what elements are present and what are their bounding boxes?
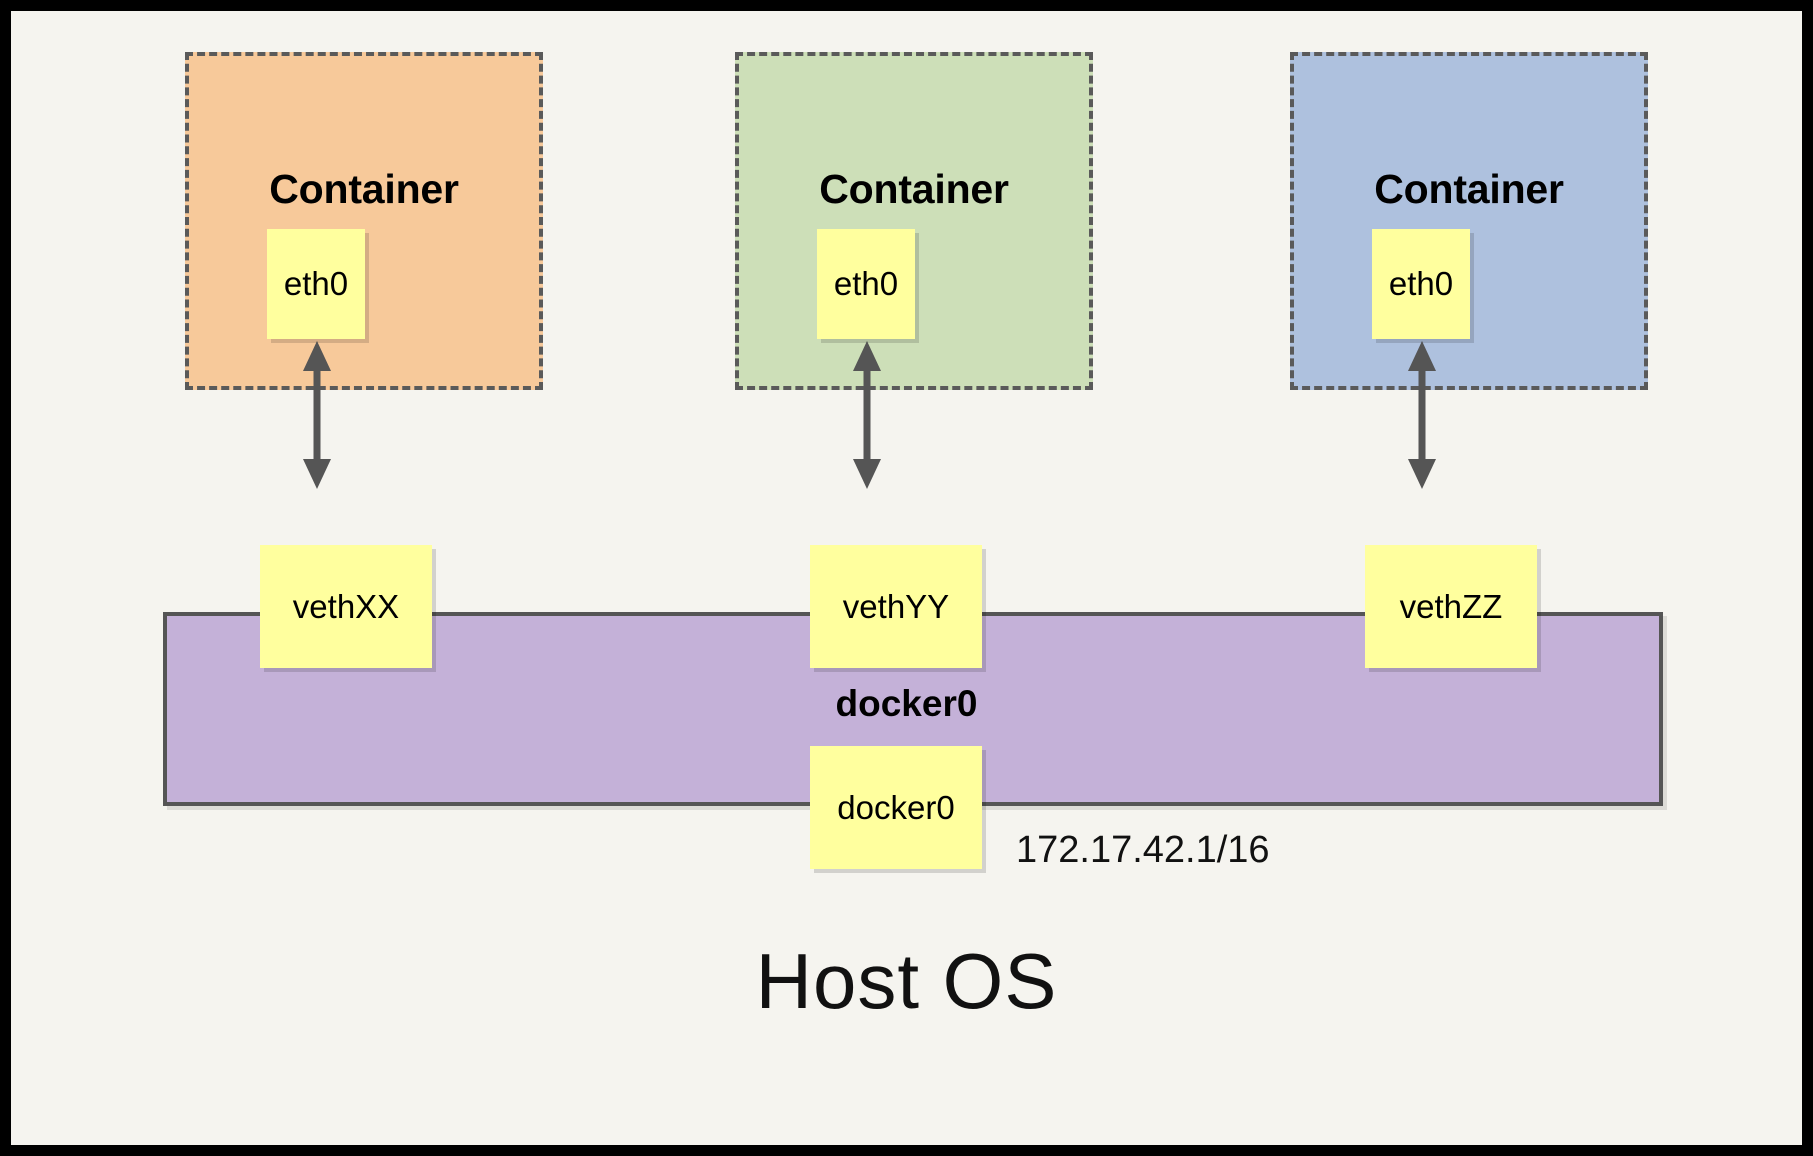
- container-box-2: Container: [735, 52, 1093, 390]
- container-eth0-box-3: eth0: [1372, 229, 1470, 339]
- container-title-2: Container: [819, 166, 1009, 212]
- docker0-interface-label: docker0: [837, 788, 955, 826]
- docker0-bridge-label: docker0: [835, 683, 978, 724]
- container-eth0-box-2: eth0: [817, 229, 915, 339]
- container-title-3: Container: [1374, 166, 1564, 212]
- container-eth0-label-1: eth0: [283, 265, 349, 302]
- docker0-interface-box: docker0: [810, 746, 982, 869]
- veth-link-arrow-3: [1408, 341, 1436, 489]
- docker0-ip-label: 172.17.42.1/16: [1016, 829, 1270, 871]
- veth-label-1: vethXX: [292, 587, 400, 625]
- veth-box-2: vethYY: [810, 545, 982, 668]
- veth-box-3: vethZZ: [1365, 545, 1537, 668]
- container-eth0-label-3: eth0: [1388, 265, 1454, 302]
- veth-link-arrow-1: [303, 341, 331, 489]
- veth-link-arrow-2: [853, 341, 881, 489]
- container-eth0-box-1: eth0: [267, 229, 365, 339]
- diagram-canvas: Container eth0 Container eth0 Container …: [11, 11, 1802, 1145]
- container-title-1: Container: [269, 166, 459, 212]
- veth-label-3: vethZZ: [1399, 587, 1503, 625]
- container-eth0-label-2: eth0: [833, 265, 899, 302]
- container-box-3: Container: [1290, 52, 1648, 390]
- host-os-label: Host OS: [755, 937, 1058, 1025]
- veth-box-1: vethXX: [260, 545, 432, 668]
- veth-label-2: vethYY: [842, 587, 950, 625]
- container-box-1: Container: [185, 52, 543, 390]
